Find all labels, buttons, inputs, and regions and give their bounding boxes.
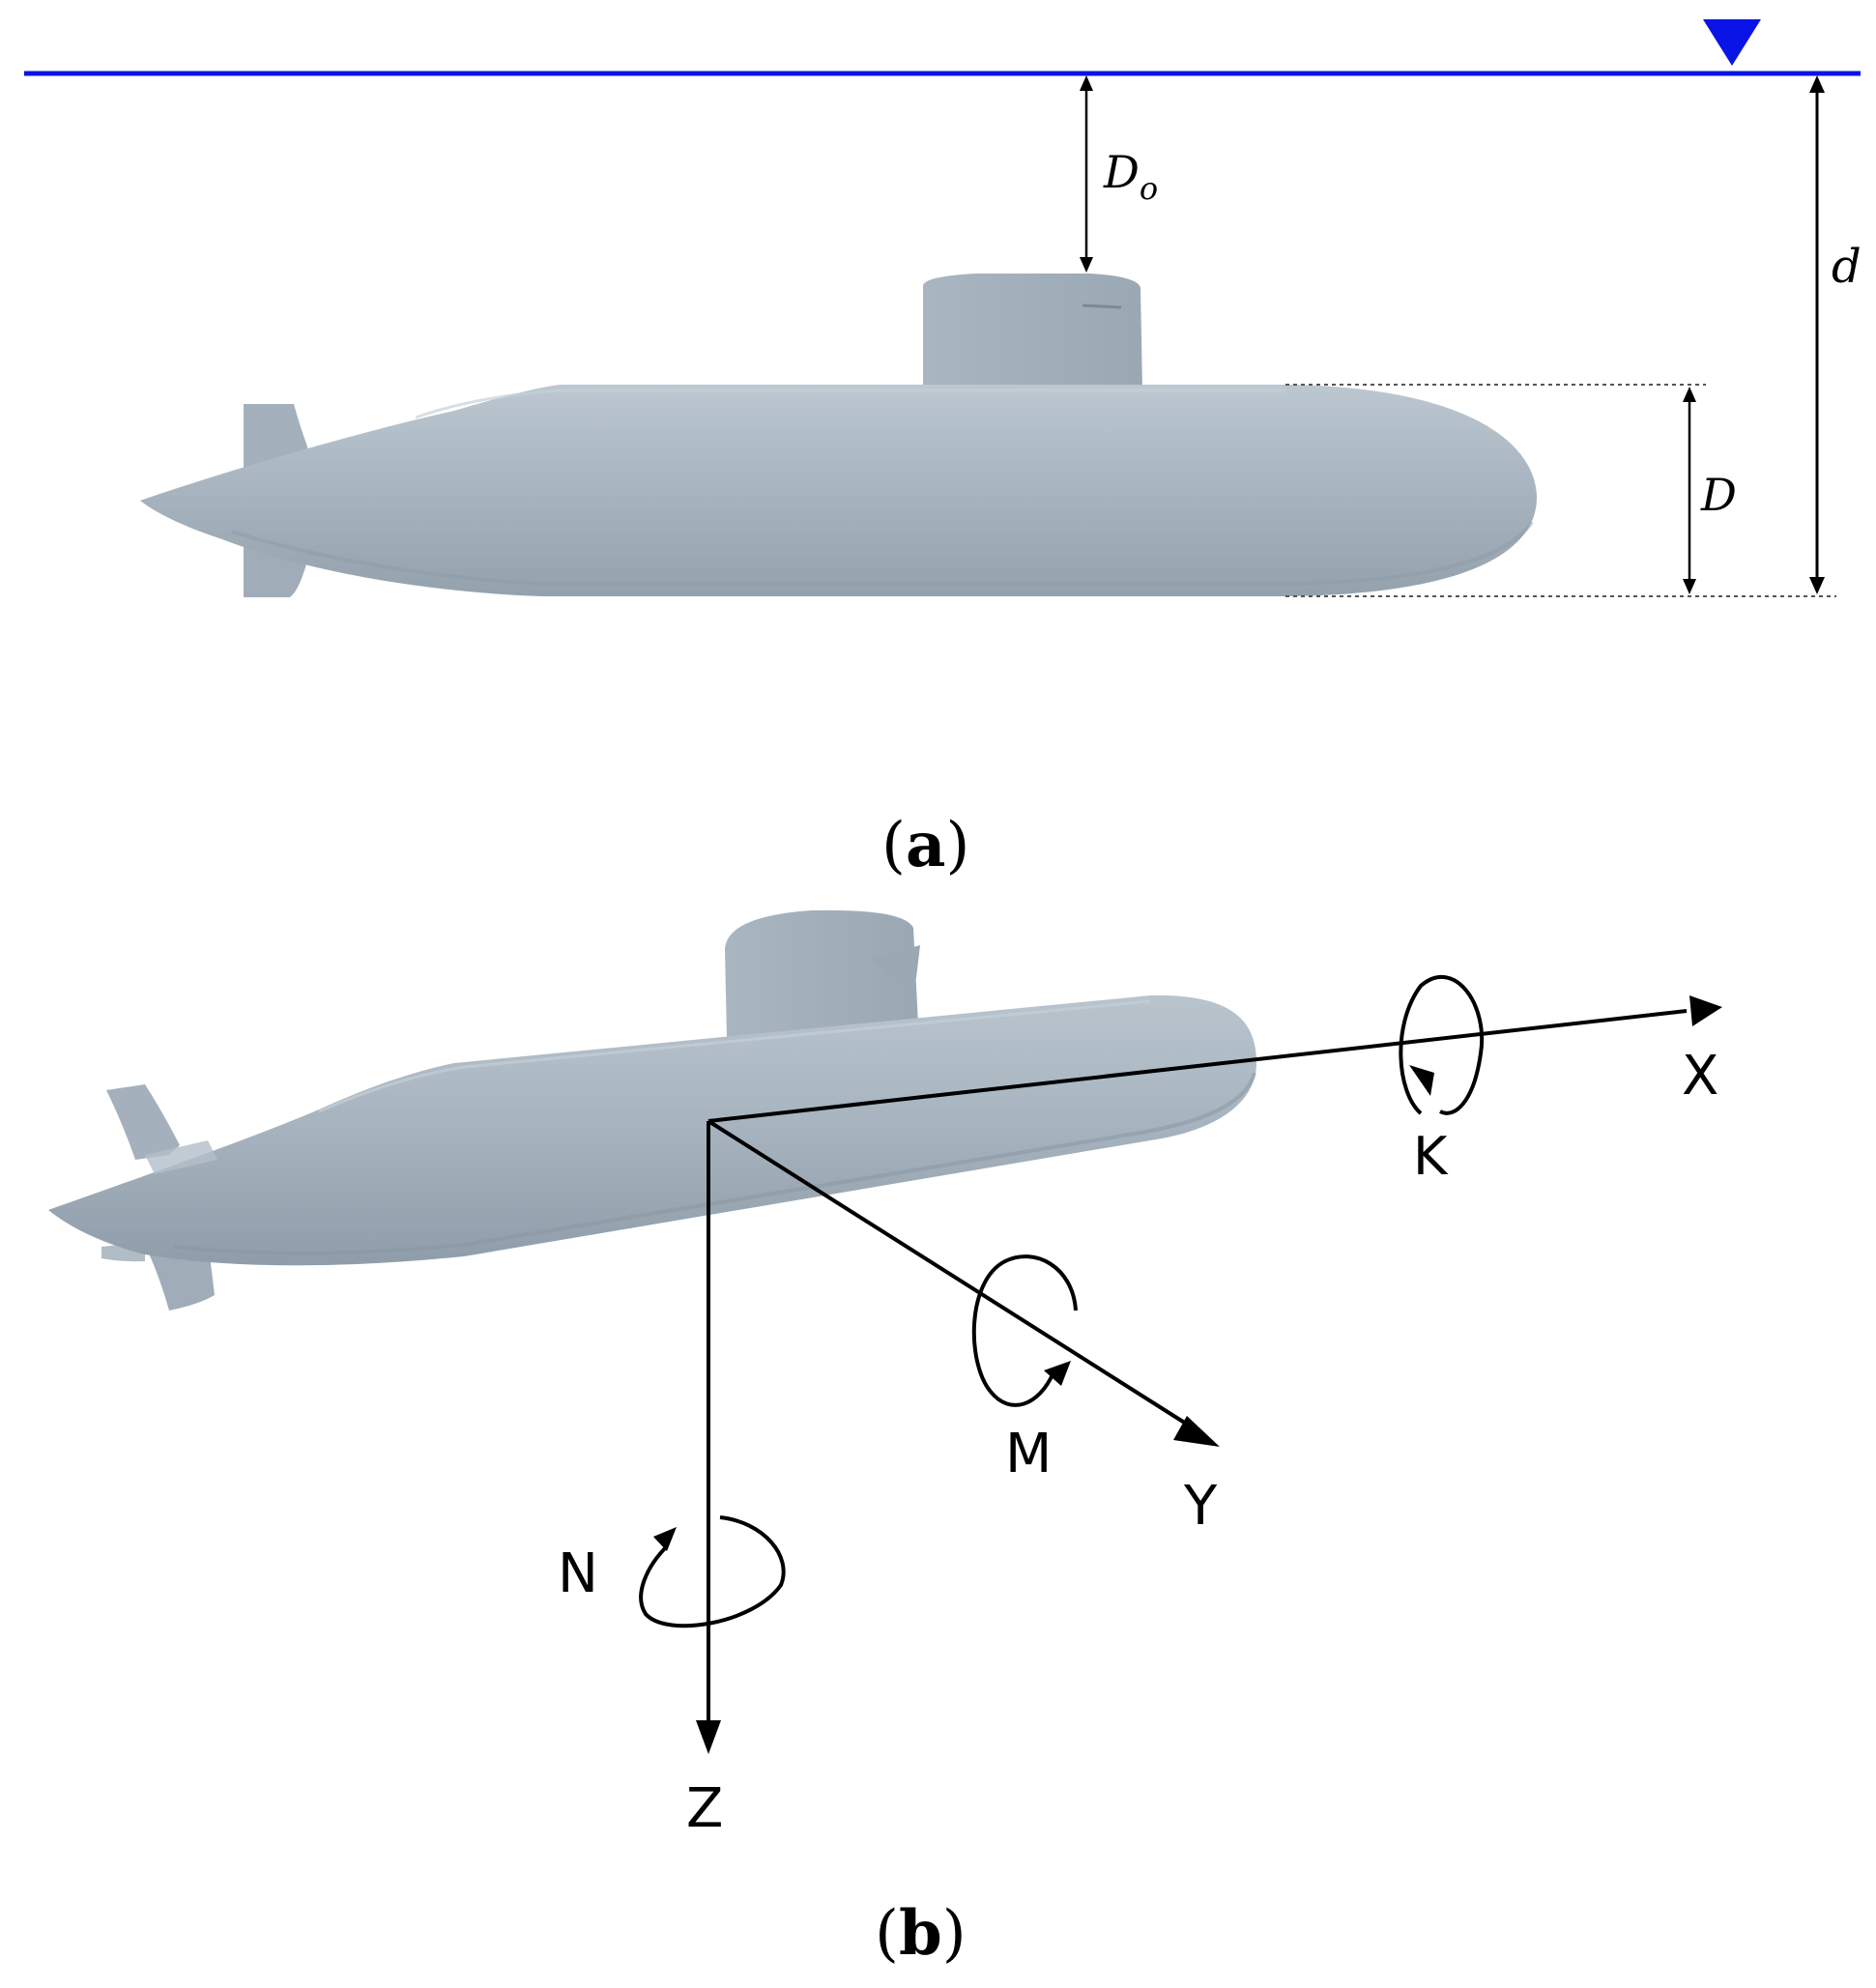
- hull-diameter-arrowhead-top: [1683, 387, 1696, 402]
- hull-b: [48, 994, 1256, 1266]
- coordinate-axes: [696, 995, 1722, 1754]
- submarine-side-view: [140, 274, 1537, 597]
- label-depth-d: d: [1832, 240, 1862, 294]
- moment-n-arrow: [639, 1515, 786, 1628]
- do-arrowhead-bottom: [1080, 257, 1093, 273]
- x-axis-arrowhead: [1689, 995, 1722, 1026]
- submarine-perspective-view: [48, 909, 1256, 1311]
- label-do-subscript: o: [1140, 170, 1158, 207]
- y-axis-line: [707, 1119, 1196, 1430]
- axis-y-label: Y: [1183, 1475, 1218, 1538]
- depth-arrowhead-top: [1809, 75, 1825, 93]
- axis-x-label: X: [1682, 1045, 1718, 1108]
- sail-detail: [1082, 303, 1122, 309]
- moment-k-label: K: [1413, 1126, 1449, 1187]
- sail-b: [725, 909, 918, 1038]
- caption-a: (a): [881, 809, 969, 881]
- x-axis-line: [707, 1009, 1688, 1123]
- moment-n-label: N: [558, 1542, 598, 1605]
- deck-highlight: [415, 389, 1285, 419]
- moment-m-arrow: [971, 1254, 1078, 1407]
- upper-rudder-fin-b: [106, 1084, 180, 1160]
- y-axis-arrowhead: [1173, 1416, 1220, 1447]
- label-hull-diameter-D: D: [1700, 469, 1737, 521]
- z-axis-arrowhead: [696, 1720, 721, 1754]
- sail-fin-b: [870, 945, 920, 984]
- fin-base-plate-b: [145, 1140, 217, 1174]
- hull-bottom-shade-b: [173, 1072, 1256, 1255]
- axis-z-label: Z: [686, 1777, 723, 1840]
- do-arrowhead-top: [1080, 75, 1093, 91]
- hull-side-shade: [231, 520, 1534, 586]
- hull-diameter-arrowhead-bottom: [1683, 579, 1696, 594]
- caption-b: (b): [875, 1897, 967, 1970]
- moment-m-label: M: [1005, 1423, 1052, 1485]
- water-level-triangle-icon: [1703, 19, 1761, 66]
- hull-deck-highlight-b: [318, 999, 1151, 1113]
- moment-k-arrow: [1399, 975, 1485, 1115]
- panel-a: Do d D (a): [24, 19, 1862, 881]
- sail: [923, 274, 1142, 389]
- label-do: Do: [1103, 146, 1158, 207]
- depth-arrowhead-bottom: [1809, 577, 1825, 594]
- hull: [140, 385, 1537, 596]
- panel-b: X Y Z K M N (b): [48, 909, 1722, 1970]
